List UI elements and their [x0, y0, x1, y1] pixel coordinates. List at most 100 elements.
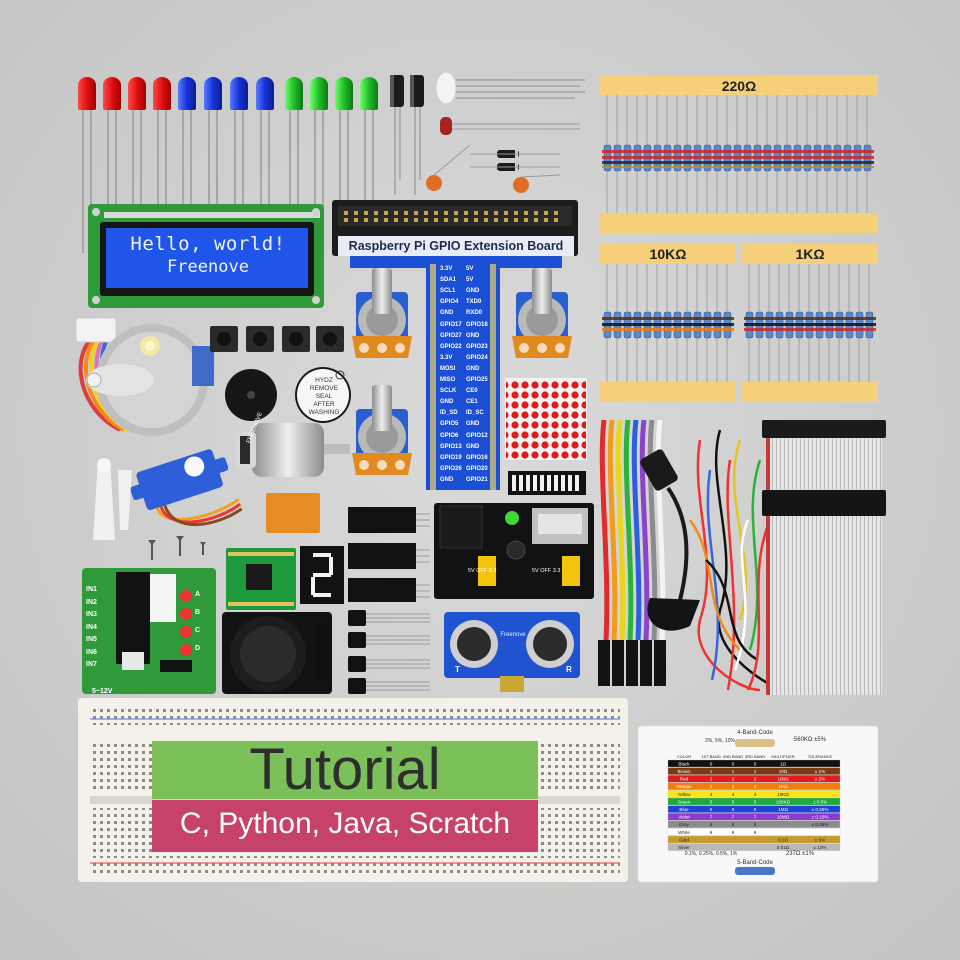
color-code-value: 4	[732, 792, 735, 797]
color-code-name: Grey	[679, 822, 690, 827]
color-code-row	[667, 835, 841, 844]
gpio-extension-board	[332, 200, 578, 490]
color-code-value: 10Ω	[779, 769, 788, 774]
resistor-strip-10k-1k	[600, 244, 878, 402]
screws	[148, 536, 206, 560]
color-code-row	[667, 813, 841, 821]
color-code-value: 5	[710, 799, 713, 804]
color-code-value: 1	[710, 769, 713, 774]
color-code-value: ± 0.25%	[812, 807, 829, 812]
color-code-value: 10MΩ	[777, 815, 790, 820]
color-code-row	[667, 805, 841, 813]
transistors	[348, 610, 430, 694]
color-code-value: 7	[710, 815, 713, 820]
motor-driver-board	[82, 568, 216, 694]
color-code-value: 2	[754, 777, 757, 782]
color-code-row	[667, 843, 841, 851]
color-code-value: 3	[732, 784, 735, 789]
color-code-value: 0.1Ω	[778, 837, 788, 842]
color-code-value: 8	[710, 822, 713, 827]
color-code-name: White	[678, 830, 690, 835]
dc-motor	[236, 423, 350, 477]
color-code-value: 2	[732, 777, 735, 782]
stepper-motor	[75, 317, 214, 436]
color-code-value: 6	[754, 807, 757, 812]
color-code-value: 5	[732, 799, 735, 804]
color-code-row	[667, 797, 841, 806]
color-code-name: Brown	[677, 769, 690, 774]
color-code-name: Silver	[678, 845, 690, 850]
color-code-value: 3	[710, 784, 713, 789]
color-code-header: 2ND BAND	[723, 754, 743, 759]
color-code-value: 9	[754, 830, 757, 835]
color-code-value: ± 2%	[815, 777, 825, 782]
color-code-value: ± 5%	[815, 837, 825, 842]
led-bar-graph	[508, 471, 586, 495]
color-code-value: 7	[754, 815, 757, 820]
led-matrix	[505, 378, 587, 460]
color-code-value: 4	[710, 792, 713, 797]
color-code-value: ± 0.05%	[812, 822, 829, 827]
orange-component	[266, 493, 320, 533]
color-code-value: ± 1%	[815, 769, 825, 774]
lcd-1602-module	[88, 204, 324, 308]
color-code-row	[667, 820, 841, 828]
color-code-row	[667, 759, 841, 768]
color-code-name: Gold	[679, 837, 689, 842]
color-code-name: Green	[678, 799, 691, 804]
color-code-name: Blue	[679, 807, 689, 812]
push-buttons	[210, 326, 344, 352]
rgb-led	[435, 71, 585, 105]
color-code-header: COLOR	[677, 754, 691, 759]
battery-clip	[640, 449, 700, 631]
color-code-value: 6	[710, 807, 713, 812]
color-code-value: 6	[732, 807, 735, 812]
ultrasonic-sensor	[444, 612, 580, 692]
color-code-value: 8	[754, 822, 757, 827]
color-code-value: 9	[732, 830, 735, 835]
passive-buzzer	[295, 367, 351, 423]
color-code-value: 1	[732, 769, 735, 774]
color-code-value: 9	[710, 830, 713, 835]
color-code-name: Black	[678, 761, 690, 766]
color-code-value: ± 0.5%	[813, 799, 827, 804]
color-code-value: 1	[754, 769, 757, 774]
color-code-value: 7	[732, 815, 735, 820]
color-code-row	[667, 782, 841, 790]
color-code-value: 4	[754, 792, 757, 797]
color-code-value: 2	[710, 777, 713, 782]
color-code-value: 10KΩ	[777, 792, 789, 797]
color-code-value: 3	[754, 784, 757, 789]
seven-segment-display	[300, 546, 344, 604]
color-code-value: 1MΩ	[778, 807, 788, 812]
color-code-header: TOLERANCE	[808, 754, 833, 759]
color-code-value: 0	[754, 761, 757, 766]
color-code-row	[667, 790, 841, 798]
color-code-row	[667, 775, 841, 783]
blue-leds	[178, 77, 274, 253]
resistor-strip-220	[600, 75, 878, 233]
joystick-module	[222, 612, 332, 694]
color-code-value: 100KΩ	[776, 799, 791, 804]
servo-motor	[130, 449, 243, 527]
color-code-value: 1Ω	[780, 761, 787, 766]
breadboard	[78, 698, 628, 882]
gpio-ribbon-cable	[762, 420, 886, 695]
potentiometers	[352, 268, 572, 475]
jumper-wires-bundle	[598, 419, 666, 686]
color-code-value: ± 0.10%	[812, 815, 829, 820]
capacitors	[390, 75, 424, 195]
color-code-value: 8	[732, 822, 735, 827]
color-code-value: 1KΩ	[778, 784, 788, 789]
color-code-name: Red	[680, 777, 689, 782]
color-code-name: Yellow	[677, 792, 691, 797]
adc-module	[226, 548, 296, 610]
color-code-name: Orange	[676, 784, 692, 789]
color-code-value: 0.01Ω	[777, 845, 790, 850]
loose-jumper-wires	[688, 429, 781, 692]
color-code-row	[667, 828, 841, 836]
color-code-value: 0	[710, 761, 713, 766]
power-supply-module	[434, 503, 594, 599]
